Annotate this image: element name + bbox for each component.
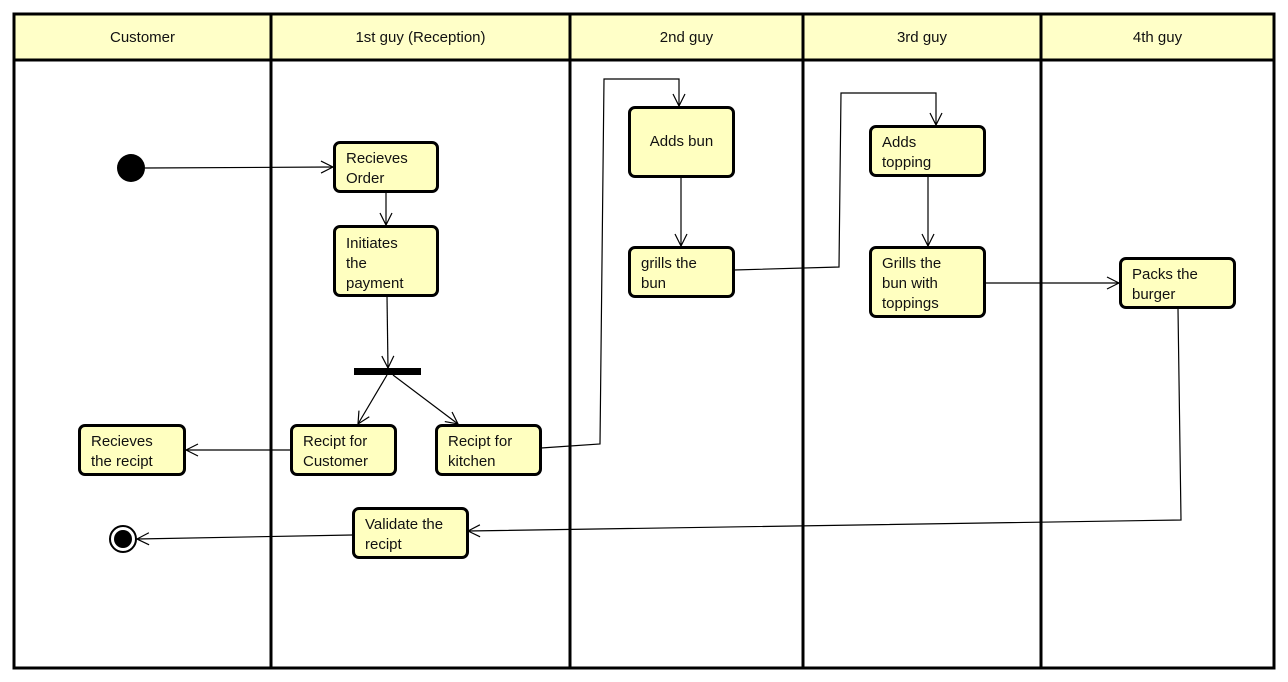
initial-node [117,154,145,182]
action-grills-the-bun[interactable]: grills the bun [628,246,735,298]
edge-fork-to-recipt-customer [358,374,388,424]
action-adds-topping[interactable]: Adds topping [869,125,986,177]
action-receives-the-recipt[interactable]: Recieves the recipt [78,424,186,476]
action-packs-the-burger[interactable]: Packs the burger [1119,257,1236,309]
edge-fork-to-recipt-kitchen [392,374,458,424]
action-receives-order[interactable]: Recieves Order [333,141,439,193]
lane-header-3rd-guy: 3rd guy [896,28,948,46]
fork-bar [354,368,421,375]
action-initiates-payment[interactable]: Initiates the payment [333,225,439,297]
action-recipt-for-customer[interactable]: Recipt for Customer [290,424,397,476]
action-adds-bun[interactable]: Adds bun [628,106,735,178]
swimlane-header-band [14,14,1274,60]
lane-header-reception: 1st guy (Reception) [355,28,486,46]
final-node-inner [114,530,132,548]
edge-packs-burger-to-validate-recipt [468,308,1182,531]
lane-header-customer: Customer [109,28,176,46]
action-validate-the-recipt[interactable]: Validate the recipt [352,507,469,559]
lane-header-2nd-guy: 2nd guy [659,28,714,46]
edge-grills-bun-to-adds-topping [733,92,936,271]
action-grills-bun-with-toppings[interactable]: Grills the bun with toppings [869,246,986,318]
edge-start-to-receives-order [144,167,333,168]
edge-initiates-payment-to-fork [387,295,388,368]
edge-recipt-kitchen-to-adds-bun [540,78,679,449]
action-recipt-for-kitchen[interactable]: Recipt for kitchen [435,424,542,476]
lane-header-4th-guy: 4th guy [1132,28,1183,46]
swimlane-frame [12,12,1276,670]
edge-validate-recipt-to-final [137,535,353,539]
